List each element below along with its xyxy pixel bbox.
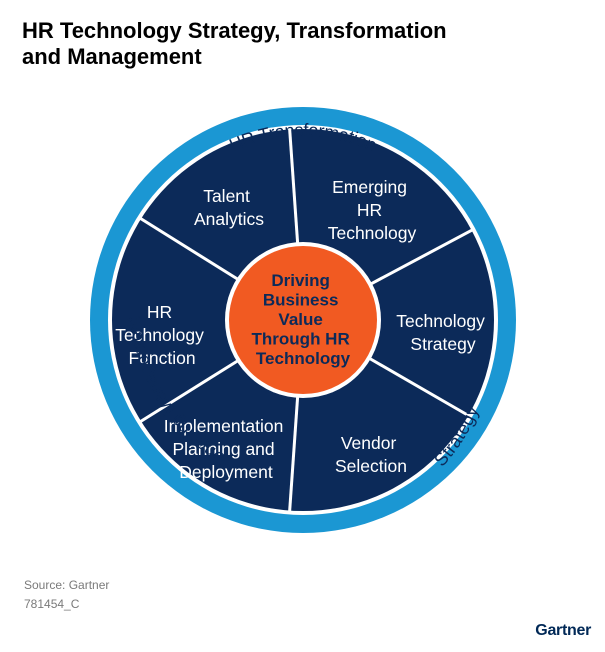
segment-talent-analytics: Talent Analytics [194,186,264,229]
segment-divider [288,389,300,512]
segment-divider [364,228,474,289]
segment-dividers [139,128,474,512]
title-line-2: and Management [22,44,202,69]
segment-technology-strategy: Technology Strategy [396,311,489,354]
segment-hr-technology-function-line: Function [128,348,195,368]
segment-vendor-selection-line: Vendor [341,433,397,453]
page-title: HR Technology Strategy, Transformation a… [22,18,582,70]
center-label-line: Business [263,291,339,310]
segment-technology-strategy-line: Technology [396,311,485,331]
gartner-logo: Gartner [535,622,591,639]
segment-hr-technology-function-line: HR [147,302,172,322]
segment-emerging-hr-technology: Emerging HR Technology [328,177,417,243]
segment-vendor-selection: Vendor Selection [335,433,407,476]
segment-talent-analytics-line: Talent [203,186,250,206]
segment-emerging-hr-technology-line: Emerging [332,177,407,197]
segment-emerging-hr-technology-line: Technology [328,223,417,243]
segment-divider [139,216,245,285]
segment-implementation-line: Implementation [164,416,284,436]
segment-hr-technology-function: HR Technology Function [115,302,208,368]
segment-divider [362,353,471,418]
segment-divider [288,128,300,251]
center-label-line: Through HR [252,330,350,349]
segment-hr-technology-function-line: Technology [115,325,204,345]
segment-implementation-line: Deployment [179,462,273,482]
segment-implementation-planning-deployment: Implementation Planning and Deployment [164,416,289,482]
title-line-1: HR Technology Strategy, Transformation [22,18,447,43]
center-label-line: Value [278,310,322,329]
segment-implementation-line: Planning and [172,439,274,459]
segment-divider [139,355,245,424]
figure-id: 781454_C [24,597,80,611]
center-circle [229,246,377,394]
source-text: Source: Gartner [24,578,110,592]
segment-vendor-selection-line: Selection [335,456,407,476]
center-label-line: Driving [271,271,330,290]
center-label: Driving Business Value Through HR Techno… [252,271,355,368]
segment-emerging-hr-technology-line: HR [357,200,382,220]
source-note: Source: Gartner 781454_C [24,576,109,614]
center-label-line: Technology [256,349,351,368]
segment-talent-analytics-line: Analytics [194,209,264,229]
segment-technology-strategy-line: Strategy [410,334,475,354]
